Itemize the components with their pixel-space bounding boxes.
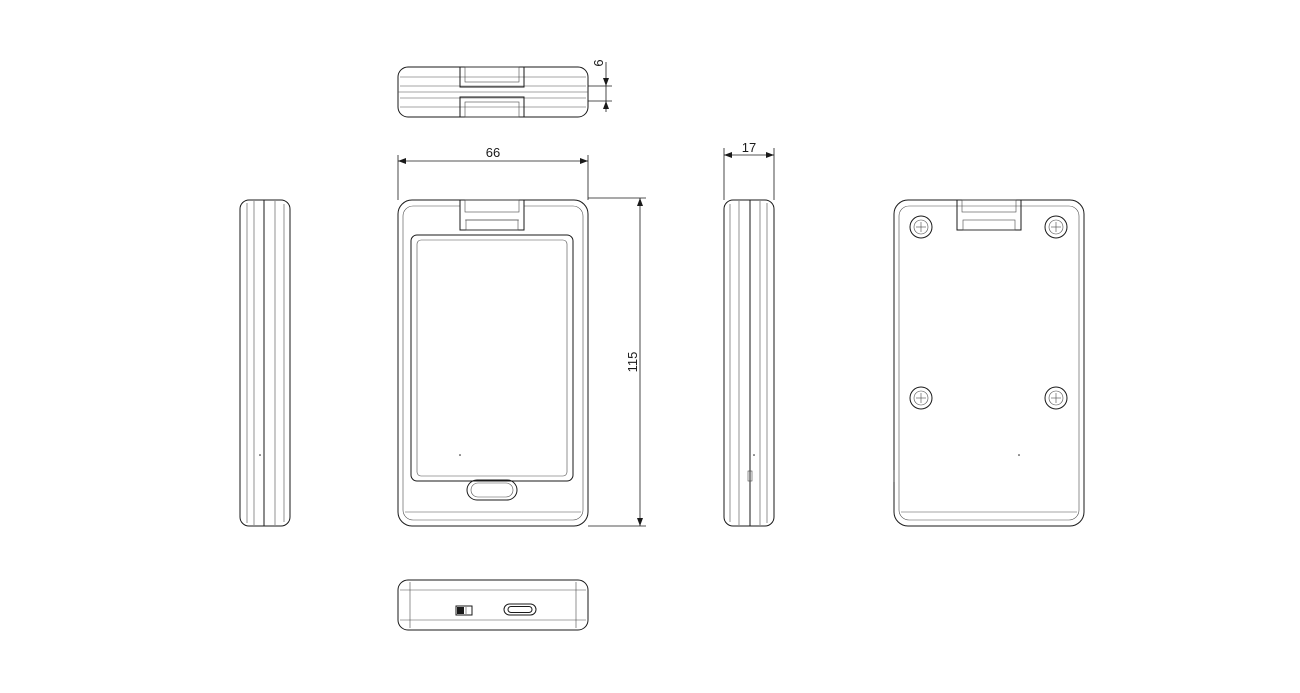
- front-view: [397, 199, 589, 527]
- dimension-width: 66: [397, 145, 589, 200]
- right-side-view: [723, 199, 775, 527]
- lanyard-loop: [459, 199, 525, 231]
- bottom-view: [397, 579, 589, 631]
- screw-icon: [1044, 215, 1068, 239]
- back-view: [893, 199, 1085, 527]
- screw-icon: [1044, 386, 1068, 410]
- back-lanyard-loop: [956, 199, 1022, 231]
- top-view: [397, 66, 589, 118]
- dimension-depth: 17: [723, 140, 775, 200]
- dimension-width-label: 66: [486, 145, 500, 160]
- dimension-lanyard-label: 6: [591, 59, 606, 66]
- power-switch-icon: [455, 605, 473, 616]
- dimension-height: 115: [588, 197, 646, 527]
- dimension-height-label: 115: [625, 352, 640, 373]
- screw-icon: [909, 215, 933, 239]
- screw-icon: [909, 386, 933, 410]
- lanyard-slot-top: [459, 66, 525, 118]
- left-side-view: [239, 199, 291, 527]
- dimension-depth-label: 17: [742, 140, 756, 155]
- front-button: [466, 479, 518, 501]
- usb-c-port-icon: [503, 603, 537, 616]
- display-screen: [410, 234, 574, 482]
- dimension-lanyard: 6: [588, 59, 612, 112]
